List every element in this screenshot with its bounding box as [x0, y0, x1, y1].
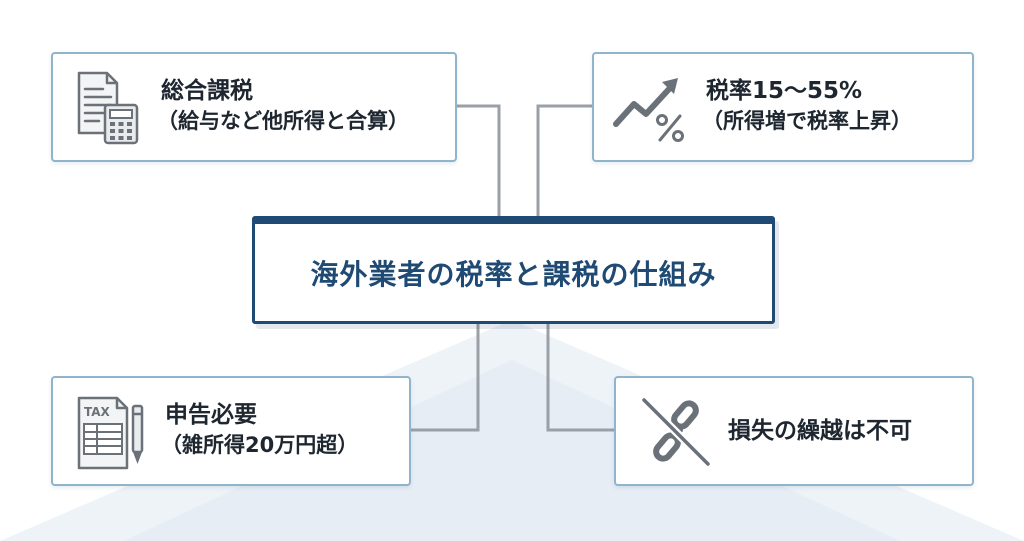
document-calculator-icon [73, 71, 143, 151]
tax-form-pen-icon: TAX [75, 396, 151, 476]
svg-text:TAX: TAX [84, 405, 111, 419]
card-no-loss-carryforward: 損失の繰越は不可 [614, 376, 974, 486]
connector-bottom-right [546, 324, 614, 432]
card-filing-required-title: 申告必要 [165, 402, 257, 428]
broken-chain-icon [636, 394, 716, 474]
card-tax-rate-subtitle: （所得増で税率上昇） [702, 109, 912, 133]
card-general-taxation-title: 総合課税 [161, 78, 253, 104]
rising-percent-icon [612, 74, 690, 148]
card-tax-rate: 税率15〜55% （所得増で税率上昇） [592, 52, 974, 162]
card-filing-required: TAX 申告必要 （雑所得20万円超） [51, 376, 411, 486]
center-node: 海外業者の税率と課税の仕組み [252, 216, 775, 324]
card-general-taxation-subtitle: （給与など他所得と合算） [157, 109, 409, 133]
connector-top-left [456, 104, 501, 216]
card-tax-rate-title: 税率15〜55% [706, 78, 863, 104]
center-title: 海外業者の税率と課税の仕組み [310, 257, 717, 291]
card-filing-required-subtitle: （雑所得20万円超） [161, 433, 359, 457]
connector-bottom-left [410, 324, 480, 432]
connector-top-right [536, 104, 592, 216]
card-general-taxation: 総合課税 （給与など他所得と合算） [51, 52, 457, 162]
card-no-loss-carryforward-title: 損失の繰越は不可 [728, 418, 912, 444]
